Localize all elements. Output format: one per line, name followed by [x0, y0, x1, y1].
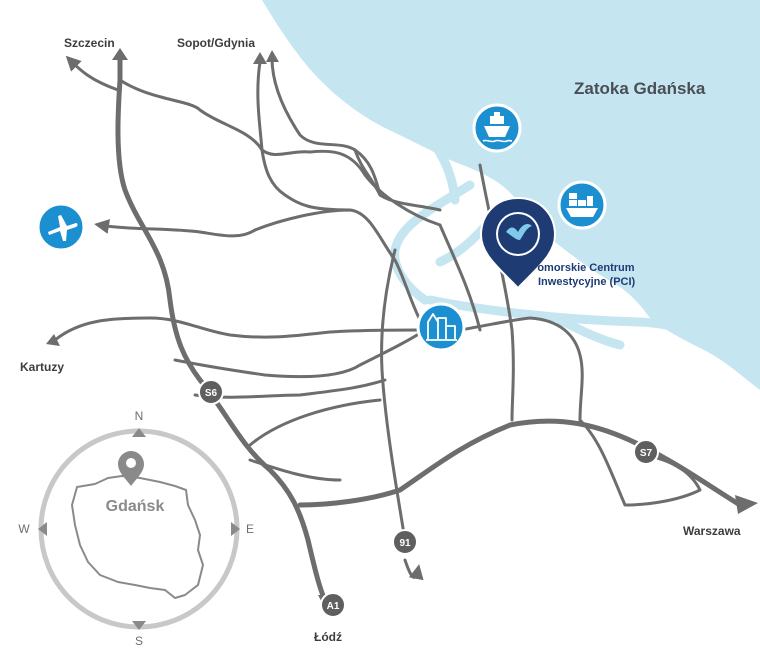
- pci-location-pin: [479, 196, 557, 290]
- compass-e: E: [246, 522, 254, 536]
- road-network: [53, 55, 702, 581]
- compass-arrow-n: [132, 428, 146, 437]
- compass-arrow-w: [38, 522, 47, 536]
- label-kartuzy: Kartuzy: [20, 360, 64, 374]
- compass-s: S: [135, 634, 143, 648]
- compass-w: W: [18, 522, 30, 536]
- label-lodz: Łódź: [314, 630, 342, 644]
- svg-text:S6: S6: [205, 388, 218, 399]
- label-warszawa: Warszawa: [683, 524, 741, 538]
- container-ship-icon: [557, 180, 607, 230]
- location-pin-icon: [118, 451, 144, 486]
- label-sea: Zatoka Gdańska: [574, 79, 706, 98]
- city-buildings-icon: [416, 302, 466, 352]
- svg-text:91: 91: [399, 538, 411, 549]
- badge-s6: S6: [198, 379, 224, 405]
- warszawa-arrow: [735, 495, 758, 514]
- szczecin-arrow: [112, 48, 128, 60]
- label-szczecin: Szczecin: [64, 36, 115, 50]
- badge-a1: A1: [320, 592, 346, 618]
- compass-city-label: Gdańsk: [106, 498, 165, 515]
- compass-arrow-s: [132, 621, 146, 630]
- badge-91: 91: [392, 529, 418, 555]
- main-roads: [115, 53, 743, 603]
- sea-area: [262, 0, 760, 390]
- svg-text:A1: A1: [327, 601, 340, 612]
- pci-label-line2: Inwestycyjne (PCI): [538, 276, 636, 288]
- compass: N S W E Gdańsk: [18, 409, 254, 648]
- kartuzy-arrow: [46, 334, 60, 346]
- bird-logo-icon: [506, 224, 532, 240]
- pci-label-line1: Pomorskie Centrum: [530, 262, 635, 274]
- airplane-icon: [36, 202, 86, 252]
- poland-outline: [71, 475, 204, 599]
- label-sopot-gdynia: Sopot/Gdynia: [177, 36, 255, 50]
- ship-icon: [472, 103, 522, 153]
- svg-text:S7: S7: [640, 448, 653, 459]
- compass-n: N: [135, 409, 144, 423]
- sopot-arrow-2: [266, 50, 279, 62]
- sopot-arrow-1: [253, 52, 267, 64]
- compass-arrow-e: [231, 522, 240, 536]
- badge-s7: S7: [633, 439, 659, 465]
